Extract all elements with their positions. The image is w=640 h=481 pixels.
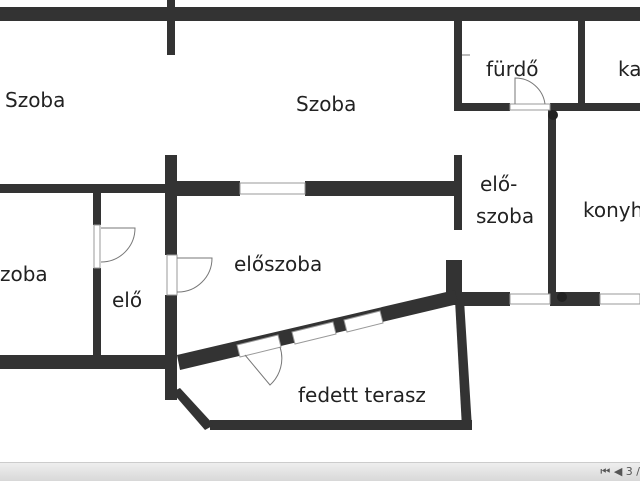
viewer-toolbar: ⏮ ◀ 3 / (0, 462, 640, 481)
room-label-konyha: konyh (583, 198, 640, 222)
room-label-eloszoba-bottom: szoba (476, 204, 535, 228)
room-label-elo: elő (112, 288, 143, 312)
room-label-szoba-left: Szoba (5, 88, 66, 112)
floor-plan (0, 0, 640, 430)
room-label-eloszoba-top: elő- (480, 172, 518, 196)
previous-icon[interactable]: ◀ (613, 465, 623, 478)
skip-to-start-icon[interactable]: ⏮ (600, 465, 611, 478)
room-label-eloszoba: előszoba (234, 252, 323, 276)
windows (93, 103, 640, 358)
room-label-szoba-main: Szoba (296, 92, 357, 116)
page-indicator: 3 / (625, 465, 640, 478)
room-label-terasz: fedett terasz (298, 383, 426, 407)
doors (100, 54, 546, 386)
room-label-szoba-small: zoba (0, 262, 48, 286)
room-label-kamra: ka (618, 57, 640, 81)
page-controls: ⏮ ◀ 3 / (600, 465, 640, 479)
walls (0, 0, 640, 430)
room-label-furdo: fürdő (486, 57, 539, 81)
